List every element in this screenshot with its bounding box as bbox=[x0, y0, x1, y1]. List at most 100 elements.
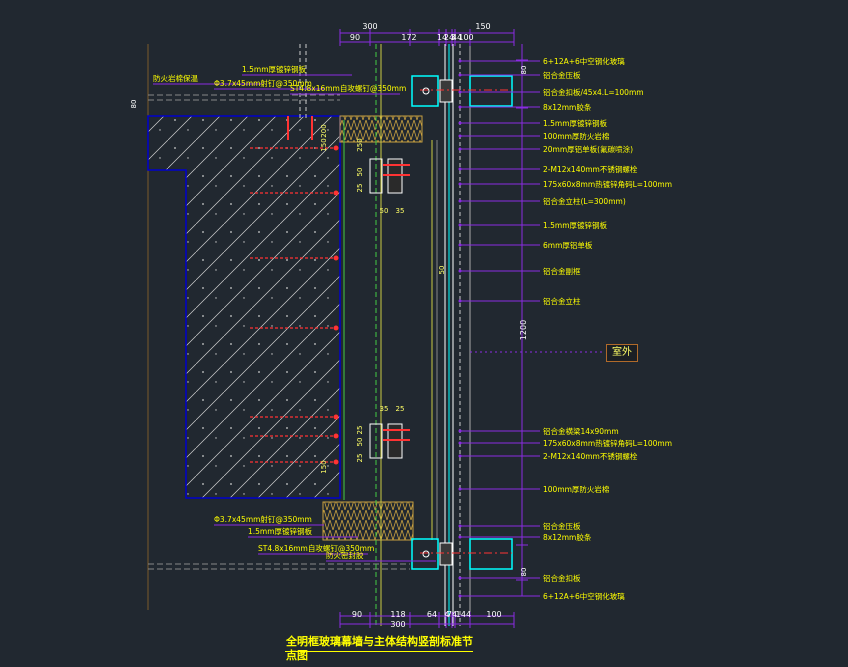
top-transom-frame bbox=[411, 75, 439, 107]
dim-bottom-value: 118 bbox=[390, 610, 405, 619]
annotation-left: ST4.8x16mm自攻螺钉@350mm bbox=[290, 83, 406, 93]
annotation-right: 100mm厚防火岩棉 bbox=[543, 131, 609, 141]
leader-dot bbox=[458, 73, 462, 77]
leader-dot bbox=[458, 182, 462, 186]
annotation-right: 100mm厚防火岩棉 bbox=[543, 484, 609, 494]
dim-small: 250 bbox=[356, 138, 364, 151]
leader-dot bbox=[458, 524, 462, 528]
annotation-right: 2-M12x140mm不锈钢螺栓 bbox=[543, 164, 638, 174]
dim-bottom-value: 1 bbox=[455, 610, 460, 619]
leader-dot bbox=[458, 441, 462, 445]
insulation-bottom bbox=[322, 501, 414, 541]
dim-bottom-value: 100 bbox=[486, 610, 501, 619]
dim-bottom-value: 64 bbox=[427, 610, 437, 619]
dim-bottom-value: 90 bbox=[352, 610, 362, 619]
dim-300-top: 300 bbox=[362, 22, 377, 31]
anchor-head bbox=[333, 255, 339, 261]
dim-small: 35 bbox=[380, 405, 389, 413]
annotation-right: 6+12A+6中空钢化玻璃 bbox=[543, 591, 625, 601]
dim-top-value: 24 bbox=[444, 33, 454, 42]
leader-dot bbox=[458, 167, 462, 171]
annotation-right: 175x60x8mm热镀锌角码L=100mm bbox=[543, 179, 672, 189]
annotation-left: ST4.8x16mm自攻螺钉@350mm bbox=[258, 543, 374, 553]
upper-bracket-plate bbox=[369, 158, 383, 194]
leader-dot bbox=[458, 243, 462, 247]
leader-dot bbox=[458, 299, 462, 303]
dim-small: 35 bbox=[396, 207, 405, 215]
leader-dot bbox=[458, 487, 462, 491]
leader-dot bbox=[458, 594, 462, 598]
dim-small: 25 bbox=[396, 405, 405, 413]
dim-small: 25 bbox=[356, 184, 364, 193]
leader-dot bbox=[458, 535, 462, 539]
leader-dot bbox=[458, 269, 462, 273]
annotation-right: 2-M12x140mm不锈钢螺栓 bbox=[543, 451, 638, 461]
dim-bottom-value: 74 bbox=[447, 610, 457, 619]
bottom-transom-gasket bbox=[439, 542, 453, 566]
annotation-right: 铝合金立柱(L=300mm) bbox=[543, 196, 626, 206]
anchor-head bbox=[333, 145, 339, 151]
annotation-right: 铝合金压板 bbox=[543, 70, 581, 80]
dim-top-value: 90 bbox=[350, 33, 360, 42]
dim-top-value: 100 bbox=[458, 33, 473, 42]
dim-bottom-value: 44 bbox=[461, 610, 471, 619]
dim-small: 50 bbox=[356, 168, 364, 177]
annotation-right: 8x12mm胶条 bbox=[543, 102, 592, 112]
dim-small: 50 bbox=[438, 266, 446, 275]
concrete-slab bbox=[147, 115, 341, 499]
annotation-right: 1.5mm厚镀锌钢板 bbox=[543, 118, 608, 128]
dim-300-bottom: 300 bbox=[390, 620, 405, 629]
bottom-transom-cap bbox=[469, 538, 513, 570]
dim-small: 150 bbox=[320, 460, 328, 473]
top-transom-screw bbox=[422, 87, 430, 95]
dim-small: 200 bbox=[320, 124, 328, 137]
bottom-transom-screw bbox=[422, 550, 430, 558]
leader-dot bbox=[458, 147, 462, 151]
dim-small: 25 bbox=[356, 454, 364, 463]
annotation-right: 1.5mm厚镀锌钢板 bbox=[543, 220, 608, 230]
title-underline bbox=[285, 651, 473, 652]
anchor-head bbox=[333, 433, 339, 439]
anchor-head bbox=[333, 414, 339, 420]
leader-dot bbox=[458, 223, 462, 227]
leader-dot bbox=[458, 454, 462, 458]
dim-1200: 1200 bbox=[519, 320, 528, 340]
leader-dot bbox=[458, 429, 462, 433]
dim-right-top: 80 bbox=[520, 66, 528, 75]
annotation-left: 1.5mm厚镀锌钢板 bbox=[242, 64, 307, 74]
annotation-right: 6mm厚铝单板 bbox=[543, 240, 593, 250]
annotation-right: 8x12mm胶条 bbox=[543, 532, 592, 542]
anchor-head bbox=[333, 459, 339, 465]
leader-dot bbox=[458, 576, 462, 580]
lower-bracket-plate bbox=[369, 423, 383, 459]
leader-dot bbox=[458, 59, 462, 63]
leader-dot bbox=[458, 134, 462, 138]
anchor-head bbox=[333, 325, 339, 331]
annotation-right: 铝合金立柱 bbox=[543, 296, 581, 306]
dim-top-value: 44 bbox=[452, 33, 462, 42]
room-label: 室外 bbox=[606, 344, 638, 362]
annotation-right: 铝合金压板 bbox=[543, 521, 581, 531]
bottom-transom-frame bbox=[411, 538, 439, 570]
annotation-right: 20mm厚铝单板(氟碳喷涂) bbox=[543, 144, 633, 154]
leader-dot bbox=[458, 105, 462, 109]
dim-small: 50 bbox=[380, 207, 389, 215]
dim-right-bottom: 80 bbox=[520, 568, 528, 577]
annotation-right: 6+12A+6中空钢化玻璃 bbox=[543, 56, 625, 66]
annotation-left: Φ3.7x45mm射钉@350mm bbox=[214, 514, 312, 524]
annotation-right: 铝合金副框 bbox=[543, 266, 581, 276]
top-transom-gasket bbox=[439, 79, 453, 103]
annotation-right: 铝合金横梁14x90mm bbox=[543, 426, 619, 436]
annotation-right: 铝合金扣板 bbox=[543, 573, 581, 583]
dim-bottom-value: 4 bbox=[444, 610, 449, 619]
drawing-title: 全明框玻璃幕墙与主体结构竖剖标准节点图 bbox=[286, 635, 473, 662]
leader-dot bbox=[458, 121, 462, 125]
top-transom-cap bbox=[469, 75, 513, 107]
annotation-right: 铝合金扣板/45x4.L=100mm bbox=[543, 87, 644, 97]
dim-left-80: 80 bbox=[130, 100, 138, 109]
annotation-left: 1.5mm厚镀锌钢板 bbox=[248, 526, 313, 536]
dim-top-value: 172 bbox=[401, 33, 416, 42]
annotation-left: Φ3.7x45mm射钉@350mm bbox=[214, 78, 312, 88]
dim-small: 50 bbox=[356, 438, 364, 447]
